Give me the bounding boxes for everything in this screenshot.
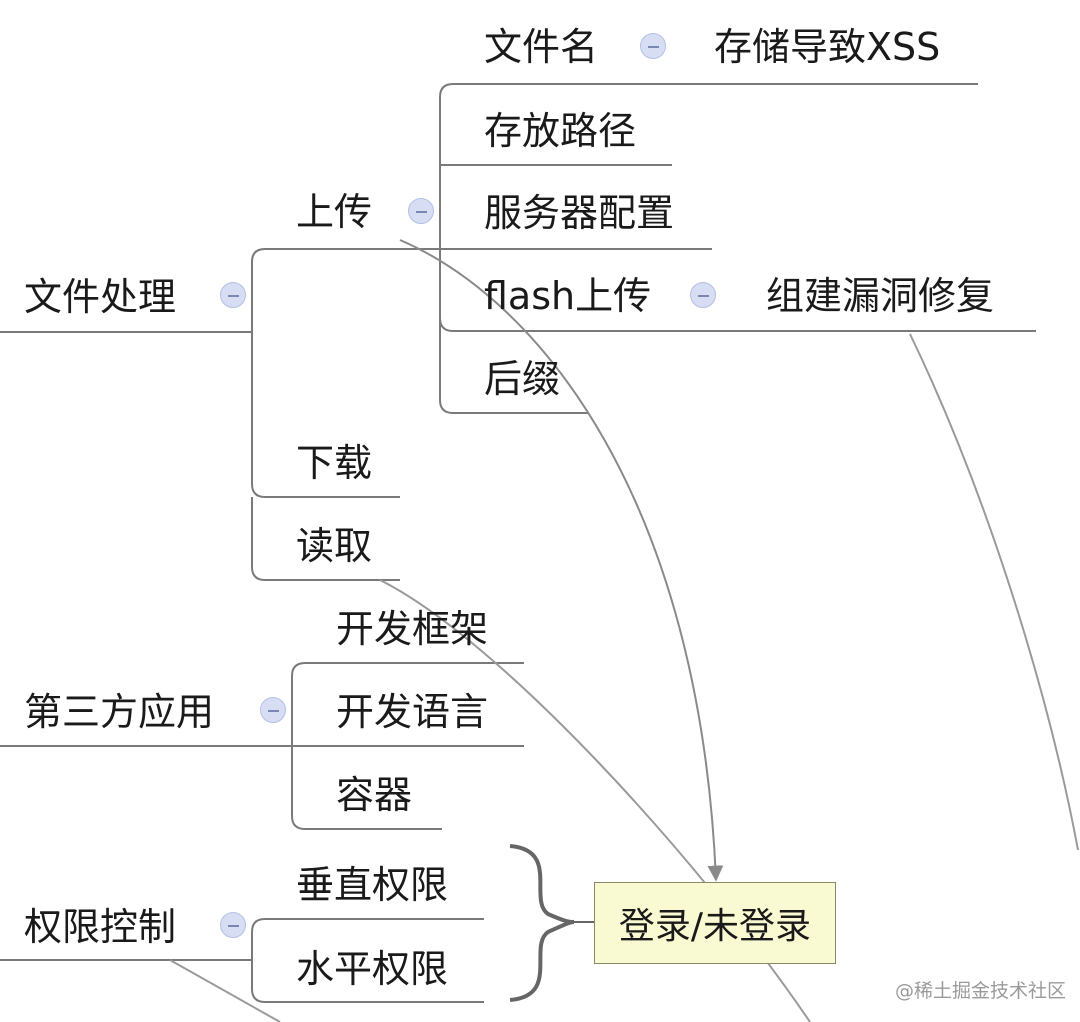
branch-filename <box>430 83 978 250</box>
node-server-config[interactable]: 服务器配置 <box>484 191 675 235</box>
summary-callout[interactable]: 登录/未登录 <box>594 882 836 964</box>
relation-line-component <box>909 333 1079 851</box>
summary-callout-label: 登录/未登录 <box>618 906 812 947</box>
node-read[interactable]: 读取 <box>296 524 373 568</box>
node-vertical-privilege[interactable]: 垂直权限 <box>296 863 449 907</box>
node-access-control[interactable]: 权限控制 <box>24 905 177 949</box>
node-file-handling[interactable]: 文件处理 <box>24 275 177 319</box>
collapse-icon[interactable] <box>220 912 246 938</box>
node-flash-upload[interactable]: flash上传 <box>484 274 652 318</box>
collapse-icon[interactable] <box>690 282 716 308</box>
node-filename[interactable]: 文件名 <box>484 25 599 69</box>
node-storage-path[interactable]: 存放路径 <box>484 109 637 153</box>
node-suffix[interactable]: 后缀 <box>484 357 561 401</box>
node-upload[interactable]: 上传 <box>296 190 373 234</box>
node-component-fix[interactable]: 组建漏洞修复 <box>766 274 995 318</box>
node-third-party[interactable]: 第三方应用 <box>24 690 215 734</box>
node-download[interactable]: 下载 <box>296 441 373 485</box>
node-dev-framework[interactable]: 开发框架 <box>336 607 489 651</box>
node-stored-xss[interactable]: 存储导致XSS <box>714 25 941 69</box>
branch-flash-upload <box>439 317 1036 332</box>
branch-read <box>251 497 400 581</box>
branch-container <box>291 746 442 830</box>
node-horizontal-privilege[interactable]: 水平权限 <box>296 947 449 991</box>
watermark: @稀土掘金技术社区 <box>895 980 1067 1002</box>
summary-brace <box>509 844 575 1002</box>
branch-suffix <box>439 399 588 414</box>
branch-horizontal <box>251 960 484 1003</box>
node-dev-language[interactable]: 开发语言 <box>336 690 489 734</box>
branch-upload <box>251 248 430 332</box>
node-container[interactable]: 容器 <box>336 773 413 817</box>
collapse-icon[interactable] <box>260 697 286 723</box>
relation-arrow-upload <box>399 239 724 882</box>
collapse-icon[interactable] <box>408 198 434 224</box>
collapse-icon[interactable] <box>220 282 246 308</box>
branch-vertical <box>251 918 484 960</box>
collapse-icon[interactable] <box>640 33 666 59</box>
branch-download <box>251 332 400 498</box>
branch-dev-framework <box>291 662 524 746</box>
relation-line-access <box>169 959 281 1022</box>
